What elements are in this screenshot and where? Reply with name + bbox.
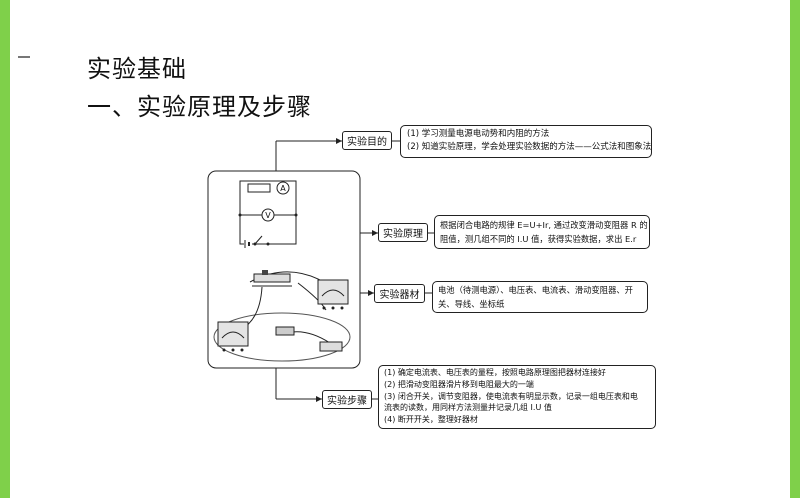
left-accent-bar bbox=[0, 0, 10, 498]
purpose-content: (1) 学习测量电源电动势和内阻的方法 (2) 知道实验原理，学会处理实验数据的… bbox=[400, 125, 652, 158]
steps-content: (1) 确定电流表、电压表的量程，按照电路原理图把器材连接好 (2) 把滑动变阻… bbox=[378, 365, 656, 429]
steps-label: 实验步骤 bbox=[322, 390, 372, 409]
equipment-line-1: 电池（待测电源）、电压表、电流表、滑动变阻器、开 bbox=[438, 285, 633, 295]
principle-content: 根据闭合电路的规律 E=U+Ir, 通过改变滑动变阻器 R 的 阻值，测几组不同… bbox=[434, 215, 650, 249]
principle-label: 实验原理 bbox=[378, 223, 428, 242]
voltmeter-symbol: V bbox=[265, 211, 271, 220]
equipment-line-2: 关、导线、坐标纸 bbox=[438, 298, 505, 309]
purpose-line-1: (1) 学习测量电源电动势和内阻的方法 bbox=[407, 129, 550, 139]
decorative-dash bbox=[18, 56, 30, 58]
principle-line-1: 根据闭合电路的规律 E=U+Ir, 通过改变滑动变阻器 R 的 bbox=[440, 220, 648, 230]
purpose-line-2: (2) 知道实验原理，学会处理实验数据的方法——公式法和图象法 bbox=[407, 142, 652, 152]
steps-line-4: 流表的读数，用同样方法测量并记录几组 I.U 值 bbox=[384, 403, 552, 413]
section-title: 一、实验原理及步骤 bbox=[87, 93, 312, 121]
steps-line-5: (4) 断开开关，整理好器材 bbox=[384, 415, 478, 425]
principle-line-2: 阻值，测几组不同的 I.U 值，获得实验数据，求出 E.r bbox=[440, 234, 637, 244]
equipment-label: 实验器材 bbox=[374, 284, 425, 303]
page-title: 实验基础 bbox=[87, 55, 187, 83]
steps-line-1: (1) 确定电流表、电压表的量程，按照电路原理图把器材连接好 bbox=[384, 368, 606, 377]
right-accent-bar bbox=[790, 0, 800, 498]
steps-line-3: (3) 闭合开关，调节变阻器，使电流表有明显示数，记录一组电压表和电 bbox=[384, 391, 638, 401]
purpose-label: 实验目的 bbox=[342, 131, 392, 150]
ammeter-symbol: A bbox=[280, 184, 286, 193]
steps-line-2: (2) 把滑动变阻器滑片移到电阻最大的一端 bbox=[384, 379, 534, 389]
equipment-content: 电池（待测电源）、电压表、电流表、滑动变阻器、开 关、导线、坐标纸 bbox=[432, 281, 648, 313]
